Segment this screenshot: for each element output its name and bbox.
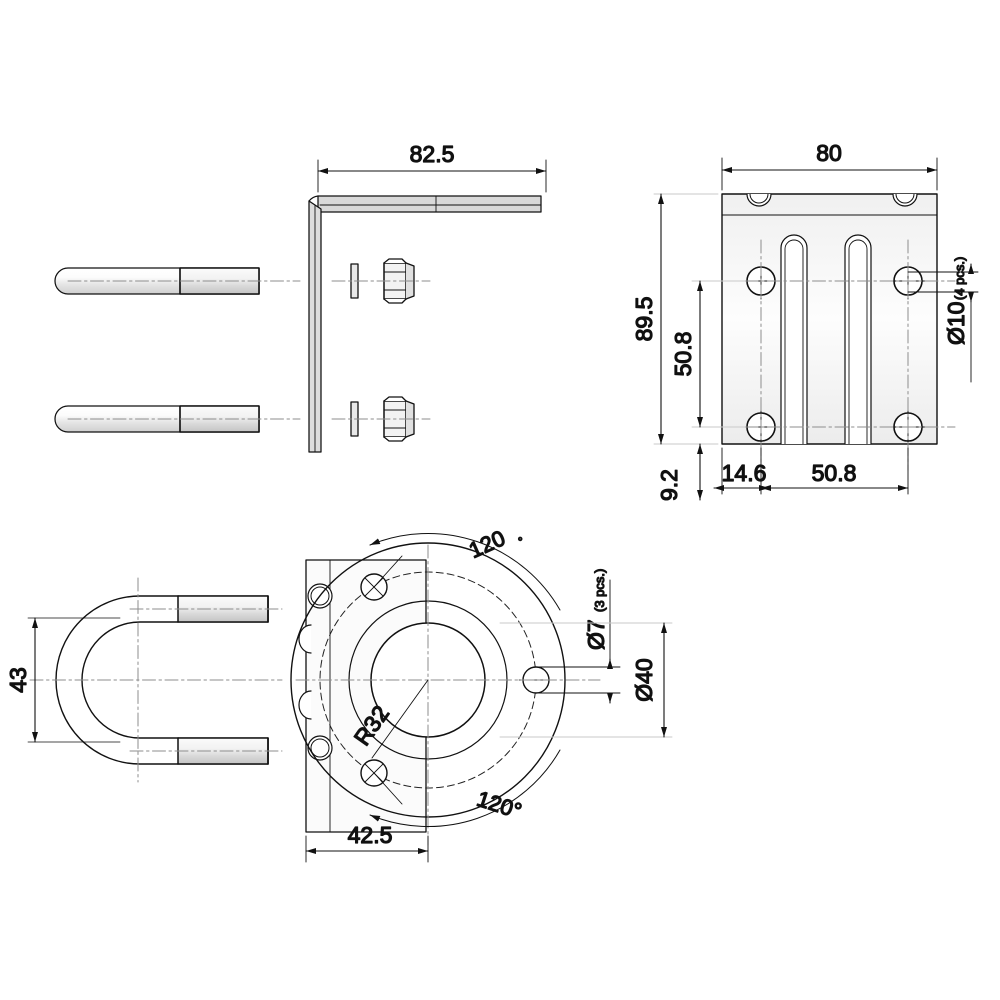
dim-43-label: 43 xyxy=(5,667,31,693)
dim-82-5: 82.5 xyxy=(317,140,547,193)
callout-dia7: Ø7 (3 pcs.) xyxy=(535,568,621,704)
flange-plan-view: 120 ° 120° R32 xyxy=(290,525,601,846)
callout-dia10-qty: (4 pcs.) xyxy=(952,257,967,300)
plate-front-view xyxy=(699,193,956,471)
dim-43: 43 xyxy=(4,617,121,743)
dim-9-2: 9.2 xyxy=(655,443,703,502)
dim-dia40-label: Ø40 xyxy=(631,658,657,701)
dim-89-5-label: 89.5 xyxy=(631,297,657,342)
callout-dia10-label: Ø10 xyxy=(943,302,969,345)
u-bolt-rod-upper xyxy=(54,267,301,295)
dim-14-6: 14.6 xyxy=(713,447,770,495)
callout-dia7-label: Ø7 xyxy=(583,619,609,650)
dim-50-8-horizontal: 50.8 xyxy=(760,447,909,495)
dim-42-5: 42.5 xyxy=(305,821,429,863)
l-bracket-profile xyxy=(308,195,542,453)
callout-dia7-qty: (3 pcs.) xyxy=(592,569,607,612)
dim-50-8-h-label: 50.8 xyxy=(812,460,857,486)
dim-50-8-vertical: 50.8 xyxy=(669,280,746,428)
callout-angle-bottom-label: 120° xyxy=(474,786,525,824)
dim-89-5: 89.5 xyxy=(630,193,719,445)
dim-dia40: Ø40 xyxy=(499,622,673,738)
dim-82-5-label: 82.5 xyxy=(410,141,455,167)
dim-42-5-label: 42.5 xyxy=(348,822,393,848)
callout-angle-top-label: 120 xyxy=(465,525,509,563)
flange-edge-hole-bottom xyxy=(307,735,333,761)
callout-angle-top-degsign: ° xyxy=(516,534,526,549)
callout-dia10: Ø10 (4 pcs.) xyxy=(907,256,979,383)
dim-80: 80 xyxy=(721,139,938,191)
dim-14-6-label: 14.6 xyxy=(722,460,767,486)
u-bolt-side-view xyxy=(29,577,283,783)
u-bolt-rod-lower xyxy=(54,405,301,433)
dim-50-8-v-label: 50.8 xyxy=(670,332,696,377)
dim-80-label: 80 xyxy=(816,140,842,166)
dim-9-2-label: 9.2 xyxy=(656,469,682,501)
